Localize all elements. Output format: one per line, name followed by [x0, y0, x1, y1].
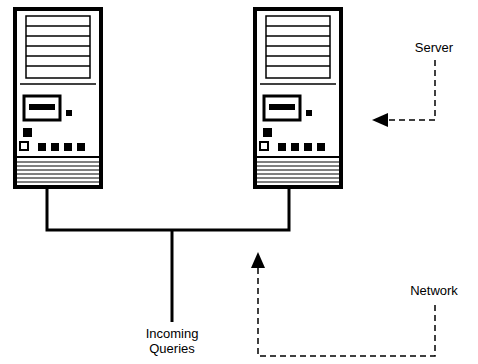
text-label: Network [394, 283, 474, 298]
server-tower [15, 9, 101, 187]
arrowhead [372, 113, 388, 127]
text-label: Incoming Queries [136, 326, 208, 356]
query-line [171, 230, 174, 322]
server-tower [255, 9, 341, 187]
leader-line [386, 60, 435, 120]
text-label: Server [394, 40, 474, 55]
leader-line [258, 266, 435, 356]
network-bus [47, 188, 289, 230]
arrowhead [251, 252, 265, 268]
